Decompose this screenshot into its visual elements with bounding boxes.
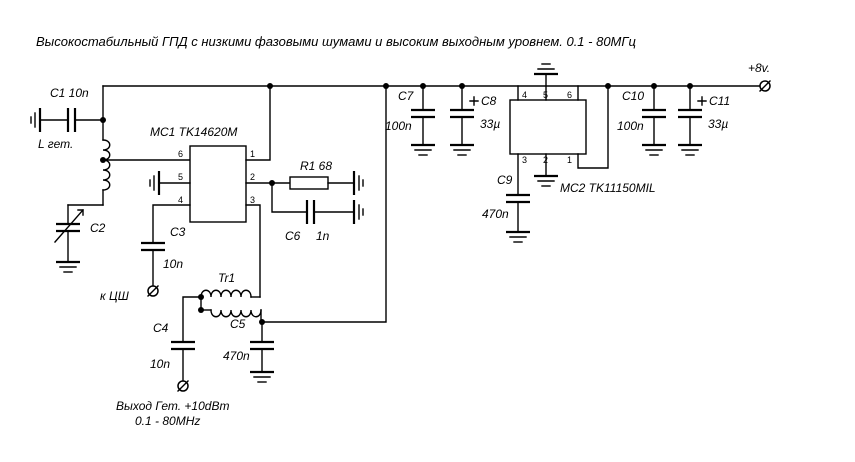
c3-label: C3 (170, 225, 186, 239)
c5-capacitor (250, 321, 274, 373)
ground-icon (352, 171, 364, 195)
supply-feed-wire (261, 85, 387, 323)
ground-icon (506, 230, 530, 243)
mc2-pin-3: 3 (522, 155, 527, 165)
mc1-pin-3: 3 (250, 195, 255, 205)
ground-icon (352, 200, 364, 224)
tr1-label: Tr1 (218, 271, 235, 285)
supply-label: +8v. (748, 61, 770, 75)
kcsh-terminal[interactable] (147, 285, 159, 297)
c5-value: 470n (223, 349, 250, 363)
c7-value: 100n (385, 119, 412, 133)
mc1-pin3-wire (245, 204, 261, 298)
supply-terminal[interactable] (759, 80, 771, 92)
c10-value: 100n (617, 119, 644, 133)
mc2-label: MC2 TK11150MIL (560, 181, 656, 195)
c7-label: C7 (398, 89, 415, 103)
c8-capacitor (450, 85, 479, 146)
c2-variable-capacitor (54, 204, 104, 263)
mc1-pin-6: 6 (178, 149, 183, 159)
r1-label: R1 68 (300, 159, 332, 173)
mc1-pin-5: 5 (178, 172, 183, 182)
c4-value: 10n (150, 357, 170, 371)
output-label: Выход Гет. +10dBm (116, 399, 229, 413)
ground-icon (411, 143, 435, 156)
c10-capacitor (642, 85, 666, 146)
l-inductor (102, 139, 191, 206)
ground-icon (250, 370, 274, 383)
mc1-chip (189, 145, 247, 223)
ground-icon (30, 108, 42, 132)
c2-label: C2 (90, 221, 106, 235)
ground-icon (678, 143, 702, 156)
top-rail-wire (102, 85, 761, 141)
c10-label: C10 (622, 89, 644, 103)
c7-capacitor (411, 85, 435, 146)
mc2-pin-4: 4 (522, 90, 527, 100)
kcsh-label: к ЦШ (100, 289, 130, 303)
ground-icon (642, 143, 666, 156)
output-terminal[interactable] (177, 380, 189, 392)
mc2-pin-6: 6 (567, 90, 572, 100)
mc1-pin-4: 4 (178, 195, 183, 205)
c9-capacitor (506, 153, 530, 233)
c9-label: C9 (497, 173, 513, 187)
c9-value: 470n (482, 207, 509, 221)
c4-capacitor (171, 296, 202, 382)
mc2-pin-1: 1 (567, 155, 572, 165)
l-label: L гет. (38, 137, 73, 151)
c8-label: C8 (481, 94, 497, 108)
c11-label: C11 (709, 94, 730, 108)
mc1-pin-1: 1 (250, 149, 255, 159)
mc1-pin5-ground (149, 171, 191, 195)
mc1-label: MC1 TK14620M (150, 125, 237, 139)
c6-value: 1n (316, 229, 330, 243)
c11-capacitor (678, 85, 707, 146)
ground-icon (450, 143, 474, 156)
c4-label: C4 (153, 321, 169, 335)
mc1-pin-2: 2 (250, 172, 255, 182)
mc2-pin1-wire (577, 85, 609, 169)
c8-value: 33µ (480, 117, 500, 131)
c11-value: 33µ (708, 117, 728, 131)
r1-resistor (245, 176, 355, 190)
c3-value: 10n (163, 257, 183, 271)
c5-label: C5 (230, 317, 246, 331)
output-freq-label: 0.1 - 80MHz (135, 414, 200, 428)
c1-capacitor (39, 108, 104, 132)
c3-capacitor (141, 204, 191, 287)
mc2-pin5-ground (534, 63, 558, 101)
c6-capacitor (271, 182, 355, 224)
mc2-chip (509, 99, 587, 155)
c1-label: C1 10n (50, 86, 89, 100)
mc1-pin1-wire (245, 85, 271, 161)
mc2-pin2-ground (534, 153, 558, 187)
ground-icon (56, 260, 80, 273)
diagram-title: Высокостабильный ГПД с низкими фазовыми … (36, 34, 636, 49)
c6-label: C6 (285, 229, 301, 243)
tr1-transformer (200, 289, 262, 323)
